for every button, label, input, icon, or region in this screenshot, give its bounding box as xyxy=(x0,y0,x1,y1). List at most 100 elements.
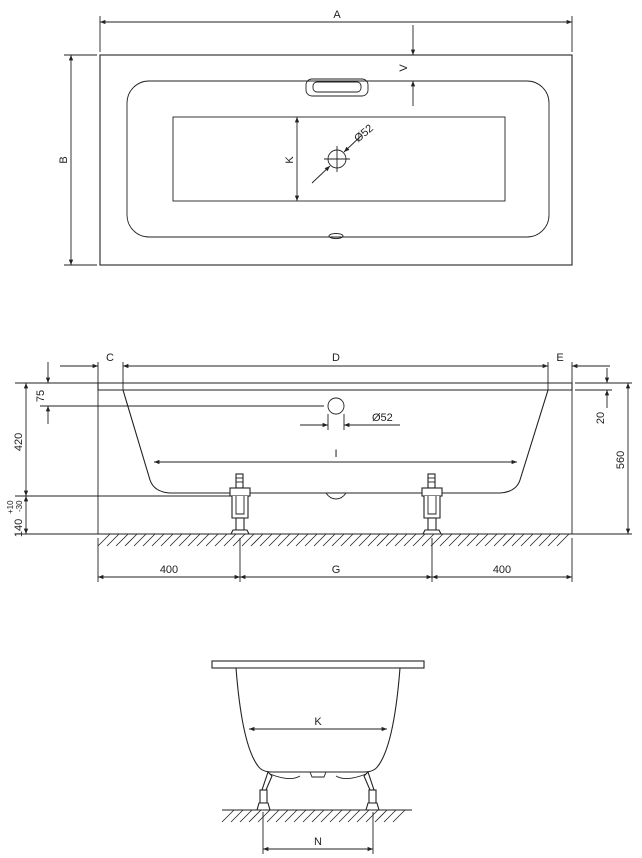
hatch-line xyxy=(151,533,165,547)
top-view: A B V K Ø52 xyxy=(58,9,573,266)
side-view-basin xyxy=(122,389,549,494)
dim-label-feet-tol-minus: -30 xyxy=(15,500,24,512)
hatch-line xyxy=(421,533,435,547)
hatch-line xyxy=(547,533,561,547)
side-view-floor-hatch xyxy=(97,533,570,547)
hatch-line xyxy=(230,809,244,823)
hatch-line xyxy=(412,533,426,547)
hatch-line xyxy=(358,533,372,547)
hatch-line xyxy=(268,533,282,547)
hatch-line xyxy=(115,533,129,547)
hatch-line xyxy=(493,533,507,547)
hatch-line xyxy=(367,533,381,547)
dim-label-b: B xyxy=(58,156,70,163)
top-view-outer-rim xyxy=(99,54,573,266)
side-view-foot-right xyxy=(421,473,443,535)
end-view-rim xyxy=(211,660,425,669)
top-view-inner-basin xyxy=(126,80,550,238)
dim-label-total-height: 560 xyxy=(615,451,627,469)
dim-label-i: I xyxy=(334,448,337,460)
hatch-line xyxy=(277,533,291,547)
end-view-floor-hatch xyxy=(221,809,406,823)
dim-label-g: G xyxy=(332,564,341,576)
dim-label-left-offset: 400 xyxy=(160,564,178,576)
side-view-rim xyxy=(97,382,573,391)
top-view-overflow xyxy=(328,233,344,239)
hatch-line xyxy=(340,533,354,547)
hatch-line xyxy=(214,533,228,547)
hatch-line xyxy=(502,533,516,547)
dim-label-v: V xyxy=(398,64,410,72)
end-view-feet xyxy=(256,770,380,811)
hatch-line xyxy=(394,533,408,547)
hatch-line xyxy=(329,809,343,823)
hatch-line xyxy=(338,809,352,823)
hatch-line xyxy=(347,809,361,823)
hatch-line xyxy=(457,533,471,547)
hatch-line xyxy=(376,533,390,547)
hatch-line xyxy=(250,533,264,547)
hatch-line xyxy=(511,533,525,547)
side-view: C D E 75 Ø52 20 560 420 140 xyxy=(6,352,632,582)
hatch-line xyxy=(295,533,309,547)
dim-label-right-offset: 400 xyxy=(493,564,511,576)
hatch-line xyxy=(385,533,399,547)
dim-label-feet-tol-plus: +10 xyxy=(6,500,15,514)
hatch-line xyxy=(302,809,316,823)
hatch-line xyxy=(205,533,219,547)
hatch-line xyxy=(466,533,480,547)
end-view: K N xyxy=(211,660,425,854)
hatch-line xyxy=(383,809,397,823)
hatch-line xyxy=(142,533,156,547)
dim-label-feet-height: 140 xyxy=(13,519,25,537)
hatch-line xyxy=(196,533,210,547)
hatch-line xyxy=(349,533,363,547)
hatch-line xyxy=(448,533,462,547)
dim-label-n: N xyxy=(314,836,322,848)
dim-label-inner-height: 420 xyxy=(13,433,25,451)
hatch-line xyxy=(286,533,300,547)
top-view-grip xyxy=(305,78,369,97)
hatch-line xyxy=(374,809,388,823)
dim-label-overflow: Ø52 xyxy=(372,412,393,424)
hatch-line xyxy=(538,533,552,547)
hatch-line xyxy=(232,533,246,547)
hatch-line xyxy=(439,533,453,547)
hatch-line xyxy=(304,533,318,547)
hatch-line xyxy=(169,533,183,547)
dim-label-a: A xyxy=(333,9,341,21)
hatch-line xyxy=(187,533,201,547)
hatch-line xyxy=(529,533,543,547)
hatch-line xyxy=(520,533,534,547)
hatch-line xyxy=(266,809,280,823)
dim-label-k-end: K xyxy=(314,716,322,728)
hatch-line xyxy=(356,809,370,823)
hatch-line xyxy=(284,809,298,823)
dim-label-c: C xyxy=(106,352,114,364)
side-view-overflow xyxy=(327,397,345,415)
hatch-line xyxy=(311,809,325,823)
hatch-line xyxy=(160,533,174,547)
hatch-line xyxy=(241,533,255,547)
hatch-line xyxy=(331,533,345,547)
hatch-line xyxy=(320,809,334,823)
hatch-line xyxy=(484,533,498,547)
hatch-line xyxy=(97,533,111,547)
dim-label-rim-thickness: 20 xyxy=(595,412,607,424)
hatch-line xyxy=(556,533,570,547)
hatch-line xyxy=(106,533,120,547)
hatch-line xyxy=(365,809,379,823)
hatch-line xyxy=(293,809,307,823)
hatch-line xyxy=(124,533,138,547)
top-view-bottom-area xyxy=(172,116,506,202)
hatch-line xyxy=(259,533,273,547)
hatch-line xyxy=(475,533,489,547)
hatch-line xyxy=(223,533,237,547)
end-view-basin xyxy=(235,667,401,773)
hatch-line xyxy=(221,809,235,823)
dim-label-e: E xyxy=(556,352,563,364)
hatch-line xyxy=(430,533,444,547)
hatch-line xyxy=(313,533,327,547)
hatch-line xyxy=(392,809,406,823)
side-view-foot-left xyxy=(229,473,251,535)
